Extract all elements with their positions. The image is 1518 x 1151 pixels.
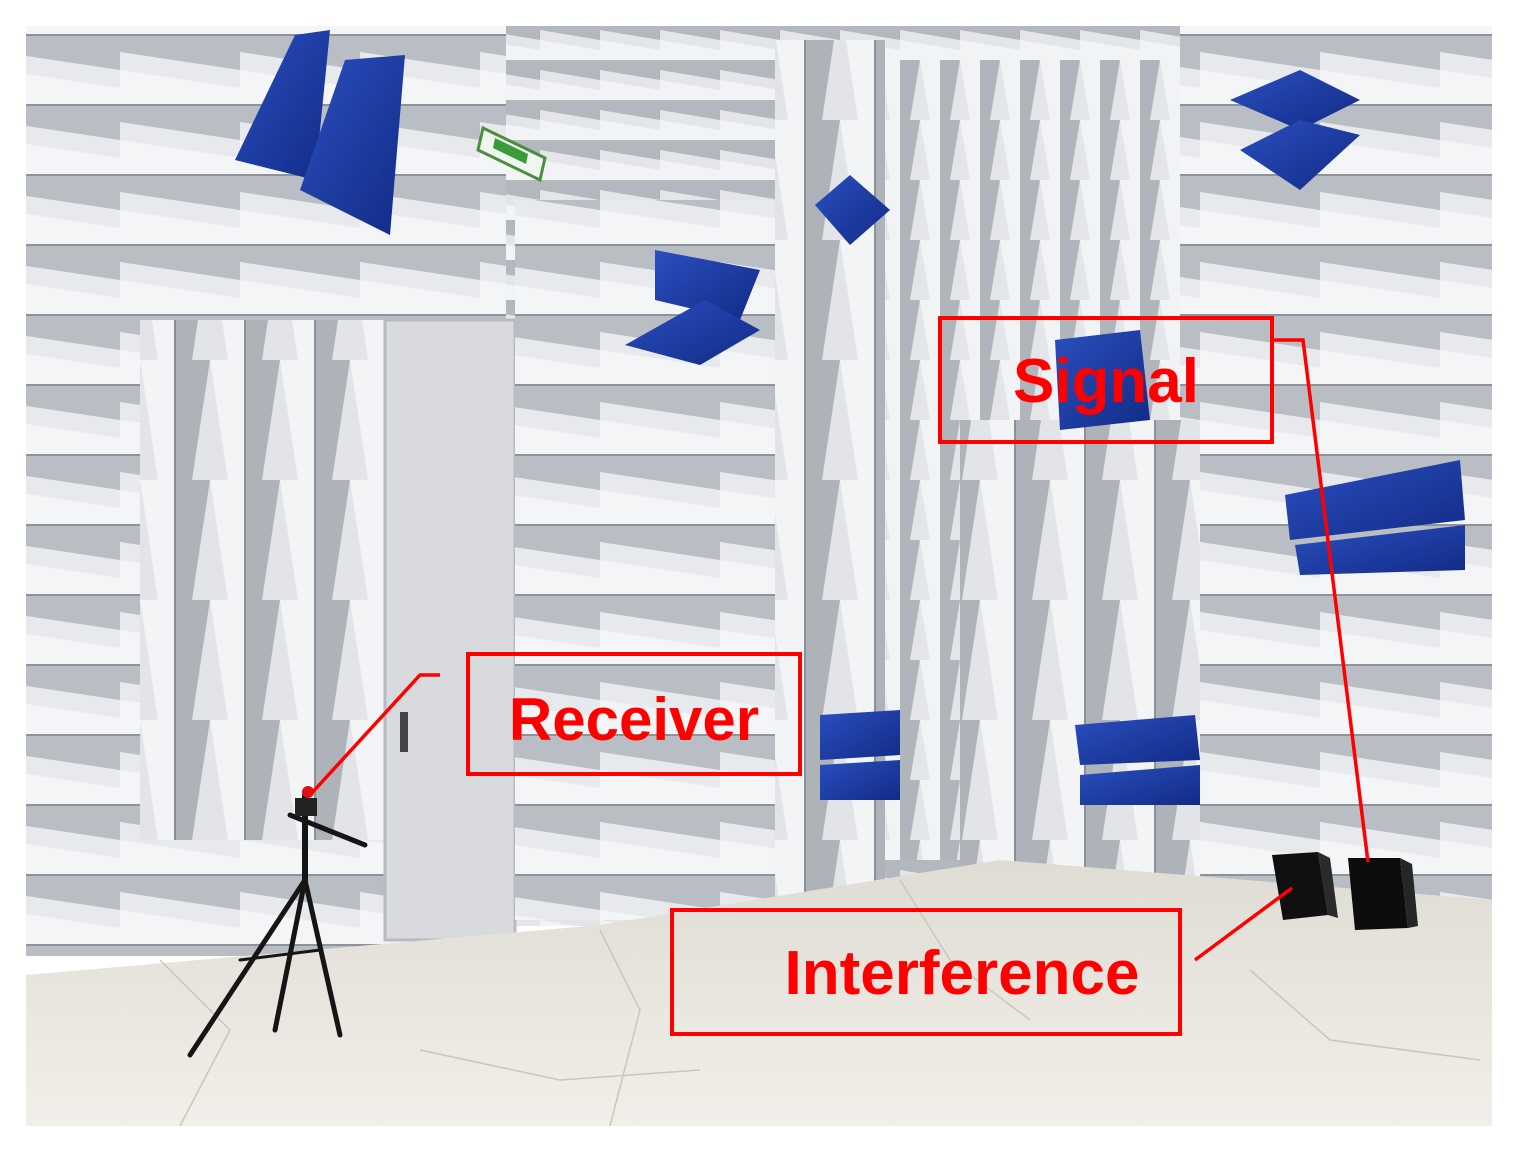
- floor-cracks: [159, 879, 1481, 1126]
- interference-speaker-icon: [1272, 852, 1338, 920]
- door-handle: [400, 712, 408, 752]
- signal-annotation: Signal: [938, 316, 1370, 863]
- right-mid-wall: [960, 420, 1200, 880]
- interference-annotation: Interference: [670, 886, 1294, 1036]
- interference-label: Interference: [785, 939, 1140, 1008]
- receiver-label: Receiver: [509, 686, 759, 753]
- door-panel: [383, 318, 517, 942]
- blue-wedges: [235, 30, 1465, 805]
- interference-label-box: [670, 908, 1182, 1036]
- signal-label: Signal: [1013, 347, 1199, 416]
- signal-leader-line: [1272, 338, 1370, 863]
- floor: [26, 860, 1492, 1126]
- receiver-label-box: [466, 652, 802, 776]
- exit-sign-icon: [476, 125, 547, 183]
- receiver-leader-line: [308, 673, 440, 797]
- photo-area: [26, 26, 1492, 1126]
- interference-leader-line: [1193, 886, 1294, 962]
- receiver-annotation: Receiver: [308, 652, 802, 797]
- receiver-tripod-icon: [187, 786, 368, 1058]
- signal-label-box: [938, 316, 1274, 444]
- signal-speaker-icon: [1348, 858, 1418, 930]
